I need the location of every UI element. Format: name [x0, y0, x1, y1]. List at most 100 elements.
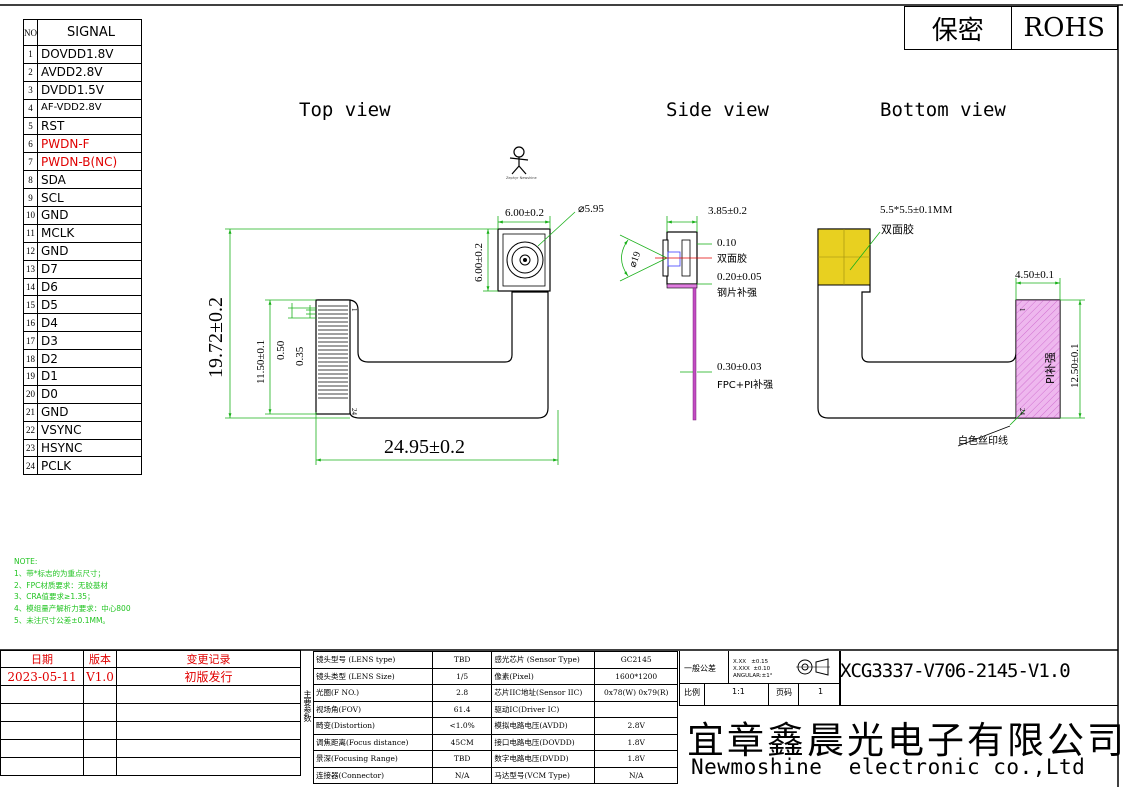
spec-value [594, 700, 678, 718]
side-view-title: Side view [666, 99, 769, 121]
pin-signal: D7 [37, 259, 142, 279]
spec-key: 像素(Pixel) [491, 667, 596, 685]
spec-key: 模拟电路电压(AVDD) [491, 717, 596, 735]
bottom-tape-label: 双面胶 [881, 222, 914, 236]
pin-signal: GND [37, 206, 142, 225]
height-dim: 19.72±0.2 [205, 297, 227, 378]
spec-value: N/A [431, 766, 493, 784]
rev-version: V1.0 [83, 667, 117, 686]
lens-center [519, 254, 531, 266]
spec-value: 2.8 [431, 684, 493, 702]
note-line: 3、CRA值要求≥1.35； [14, 592, 95, 602]
rev-version-header: 版本 [83, 650, 117, 668]
side-steel-label: 钢片补强 [717, 286, 757, 299]
top-view-title: Top view [299, 99, 391, 121]
pi-label: PI补强 [1044, 352, 1057, 384]
bottom-view-title: Bottom view [880, 99, 1006, 121]
bottom-pin-24-label: 24 [1018, 408, 1026, 416]
pin-signal: MCLK [37, 223, 142, 243]
side-tape-thk: 0.10 [717, 237, 737, 249]
top-view: 1 24 24.95±0.2 19.72±0.2 11 [205, 146, 604, 465]
side-fov-dim: ⌀19 [627, 250, 643, 269]
tolerance-line-1: X.XX ±0.15 [733, 659, 769, 665]
rohs-label: ROHS [1023, 13, 1105, 43]
tolerance-label: 一般公差 [684, 664, 716, 673]
lens-diameter-dim: ⌀5.95 [578, 203, 604, 215]
side-steel-thk: 0.20±0.05 [717, 271, 762, 283]
spec-value: 1.8V [594, 750, 678, 768]
stick-figure-logo [509, 146, 529, 175]
side-tape-label: 双面胶 [717, 252, 747, 265]
bottom-pin-1-label: 1 [1018, 308, 1026, 312]
spec-value: N/A [594, 766, 678, 784]
note-line: 5、未注尺寸公差±0.1MM。 [14, 615, 110, 625]
part-number: XCG3337-V706-2145-V1.0 [840, 660, 1071, 682]
side-fpc-thk: 0.30±0.03 [717, 361, 762, 373]
rev-date-header: 日期 [0, 650, 84, 668]
pitch-dim: 0.50 [275, 340, 287, 360]
page-label: 页码 [776, 688, 792, 697]
side-thickness-dim: 3.85±0.2 [708, 205, 747, 217]
connector-pins [318, 305, 348, 399]
spec-key: 数字电路电压(DVDD) [491, 750, 596, 768]
note-line: 1、带*标志的为重点尺寸； [14, 568, 106, 578]
spec-key: 连接器(Connector) [313, 766, 433, 784]
pad-dim: 0.35 [294, 346, 306, 366]
pi-height-dim: 12.50±0.1 [1069, 343, 1081, 388]
note-line: 2、FPC材质要求：无胶基材 [14, 580, 108, 590]
note-line: 4、模组量产解析力要求：中心800 [14, 604, 131, 614]
spec-key: 接口电路电压(DOVDD) [491, 733, 596, 751]
spec-value: 2.8V [594, 717, 678, 735]
module-drawing: 1 24 24.95±0.2 19.72±0.2 11 [205, 146, 1085, 465]
spec-value: 1.8V [594, 733, 678, 751]
spec-value: GC2145 [594, 651, 678, 669]
pin-signal: PCLK [37, 456, 142, 476]
fpc-outline [317, 291, 549, 419]
top-pin-24-label: 24 [350, 408, 358, 416]
scale-value: 1:1 [732, 687, 745, 696]
revision-table: 日期 版本 变更记录 2023-05-11 V1.0 初版发行 [0, 650, 301, 776]
width-dim: 24.95±0.2 [384, 436, 465, 458]
pi-width-dim: 4.50±0.1 [1015, 269, 1054, 281]
spec-row: 畸变(Distortion)<1.0%模拟电路电压(AVDD)2.8V [313, 717, 678, 735]
spec-value: TBD [431, 750, 493, 768]
connector-dim: 11.50±0.1 [255, 340, 267, 384]
page-value: 1 [818, 687, 824, 696]
spec-value: 1600*1200 [594, 667, 678, 685]
rev-record: 初版发行 [116, 667, 301, 686]
scale-label: 比例 [684, 688, 700, 697]
security-box: 保密 ROHS [904, 6, 1118, 50]
rev-record-header: 变更记录 [116, 650, 301, 668]
secret-label: 保密 [905, 7, 1012, 49]
pin-signal: D5 [37, 295, 142, 315]
spec-value: 61.4 [431, 700, 493, 718]
pin-signal: PWDN-F [37, 134, 142, 154]
spec-key: 景深(Focusing Range) [313, 750, 433, 768]
lens-width-dim: 6.00±0.2 [505, 207, 544, 219]
spec-key: 畸变(Distortion) [313, 717, 433, 735]
spec-value: 1/5 [431, 667, 493, 685]
pin-signal: RST [37, 116, 142, 136]
spec-side-label: 主要参数 [303, 690, 312, 722]
pin-signal: D4 [37, 313, 142, 333]
silk-label: 白色丝印线 [958, 434, 1008, 447]
bottom-view: 5.5*5.5±0.1MM 双面胶 4.50±0.1 12.50±0.1 PI补… [817, 204, 1085, 447]
bottom-fpc-outline [817, 228, 1061, 419]
spec-value: 0x78(W) 0x79(R) [594, 684, 678, 702]
